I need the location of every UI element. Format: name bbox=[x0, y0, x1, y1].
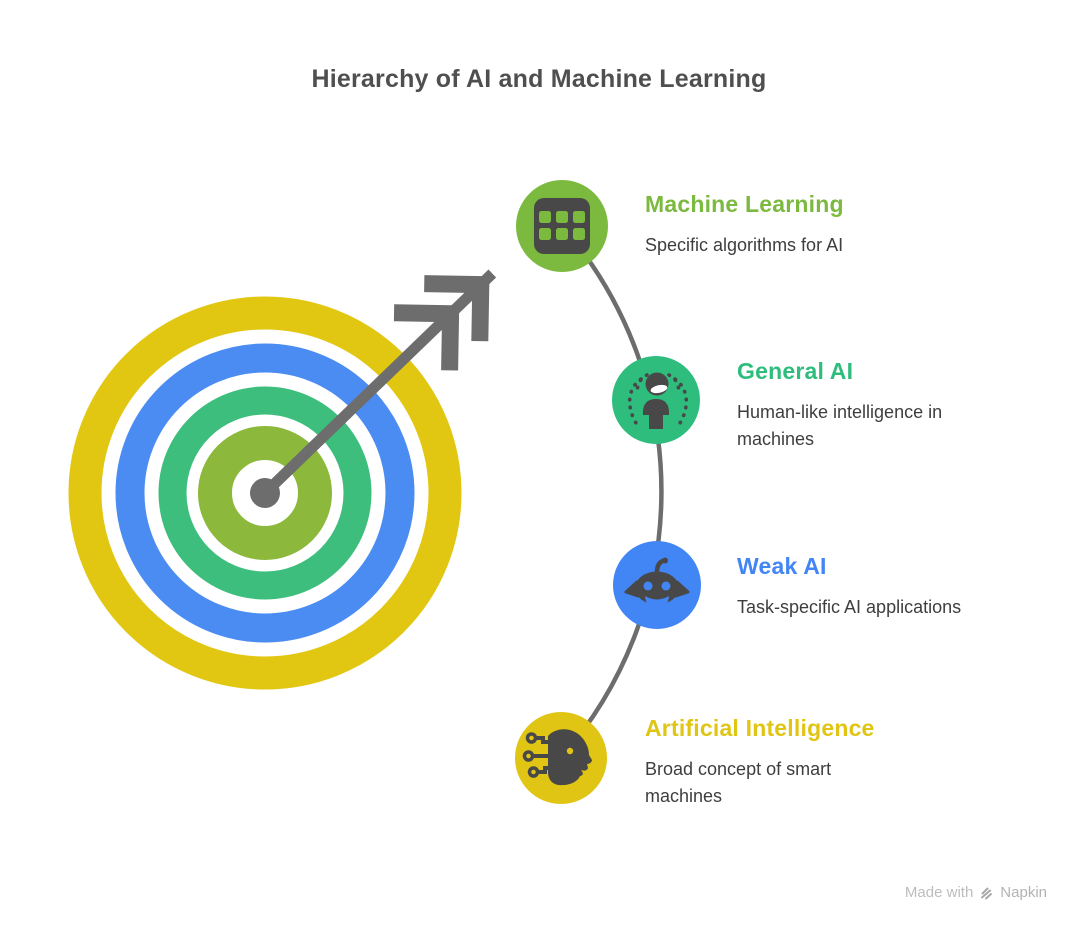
node-description: Human-like intelligence in machines bbox=[737, 402, 943, 449]
target-ring-second bbox=[115, 343, 415, 643]
watermark: Made with Napkin bbox=[905, 884, 1047, 902]
arrow-illustration bbox=[250, 269, 497, 508]
node-label: General AI bbox=[737, 358, 854, 384]
node-text-machine-learning: Machine Learning Specific algorithms for… bbox=[645, 189, 844, 259]
target-ring-outer bbox=[68, 296, 462, 690]
node-label: Machine Learning bbox=[645, 191, 844, 217]
person-icon bbox=[627, 372, 689, 429]
arrow-impact-dot bbox=[250, 478, 280, 508]
node-description: Specific algorithms for AI bbox=[645, 235, 844, 255]
watermark-prefix: Made with bbox=[904, 884, 974, 901]
node-description: Task-specific AI applications bbox=[737, 597, 962, 617]
node-artificial-intelligence bbox=[515, 712, 607, 804]
target-ring-third bbox=[158, 386, 372, 600]
grid-icon bbox=[534, 198, 590, 254]
node-text-general-ai: General AI Human-like intelligence in ma… bbox=[737, 356, 982, 453]
target-ring-inner bbox=[198, 426, 332, 560]
ai-head-icon bbox=[522, 729, 592, 786]
node-weak-ai bbox=[613, 541, 701, 629]
node-description: Broad concept of smart machines bbox=[645, 759, 832, 806]
connector-curve bbox=[558, 223, 664, 761]
watermark-brand: Napkin bbox=[1000, 884, 1047, 901]
napkin-logo-icon bbox=[981, 887, 993, 899]
node-label: Weak AI bbox=[737, 553, 827, 579]
node-machine-learning bbox=[516, 180, 608, 272]
page-title: Hierarchy of AI and Machine Learning bbox=[311, 65, 767, 93]
node-label: Artificial Intelligence bbox=[645, 715, 875, 741]
arrow-fletching-far bbox=[424, 275, 490, 342]
node-text-artificial-intelligence: Artificial Intelligence Broad concept of… bbox=[645, 713, 895, 810]
node-text-weak-ai: Weak AI Task-specific AI applications bbox=[737, 551, 961, 621]
node-general-ai bbox=[612, 356, 700, 444]
arrow-fletching-near bbox=[393, 304, 460, 371]
target-illustration bbox=[68, 296, 462, 690]
robot-icon bbox=[624, 557, 690, 609]
